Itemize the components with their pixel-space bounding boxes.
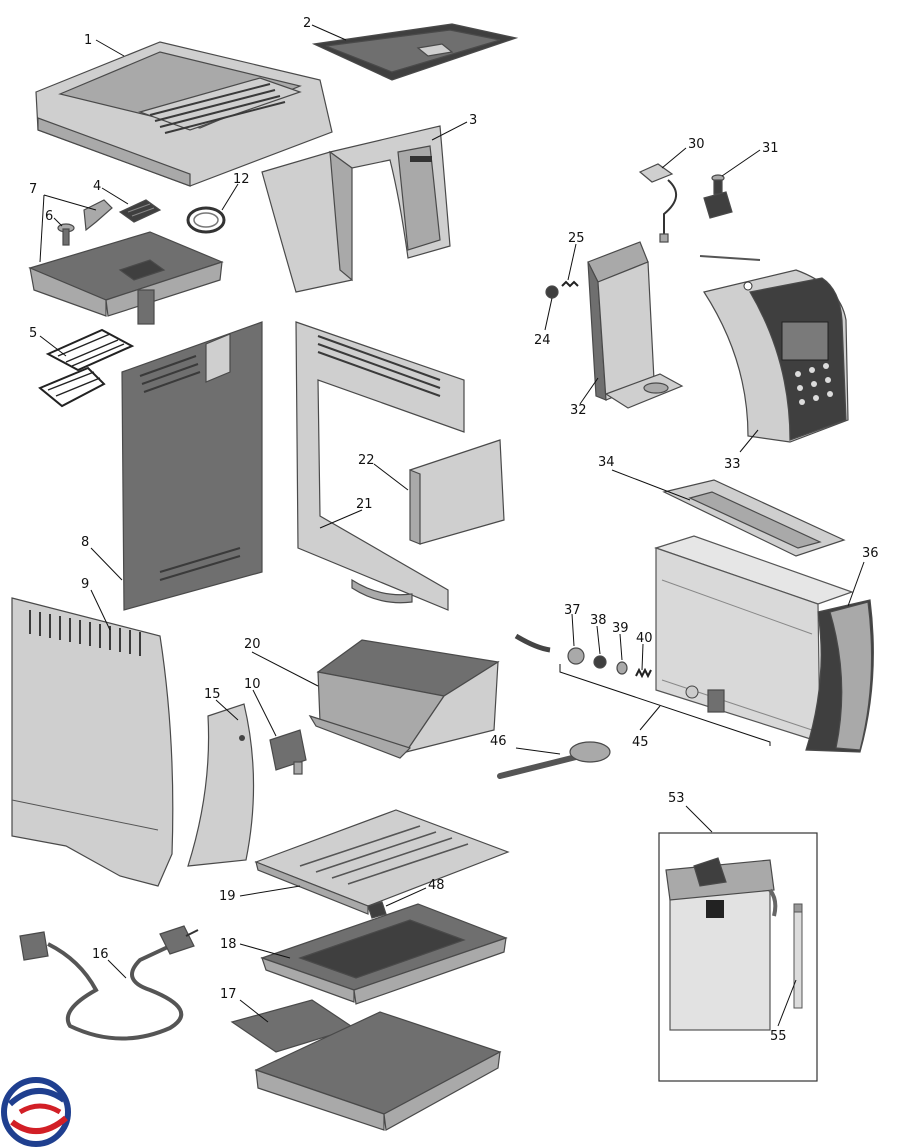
label-34: 34	[598, 455, 615, 470]
label-5: 5	[29, 326, 37, 341]
part-1-top-cover	[35, 41, 333, 187]
part-8-side-panel	[121, 321, 263, 611]
part-24-cap	[545, 285, 559, 299]
label-45: 45	[632, 735, 649, 750]
label-16: 16	[92, 947, 109, 962]
label-38: 38	[590, 613, 607, 628]
label-31: 31	[762, 141, 779, 156]
label-48: 48	[428, 878, 445, 893]
part-32-dispenser	[587, 241, 684, 409]
label-33: 33	[724, 457, 741, 472]
part-7-lever	[83, 199, 113, 232]
label-46: 46	[490, 734, 507, 749]
part-2-lid	[311, 23, 519, 81]
label-24: 24	[534, 333, 551, 348]
label-36: 36	[862, 546, 879, 561]
part-33-control-panel	[699, 255, 849, 443]
part-16-power-cord	[19, 925, 199, 1041]
part-5-drip-grids	[38, 328, 135, 408]
label-17: 17	[220, 987, 237, 1002]
label-1: 1	[84, 33, 92, 48]
brand-logo	[1, 1077, 71, 1147]
leader-lines	[39, 24, 865, 1027]
part-48-clip	[367, 901, 387, 919]
part-18-drip-tray	[260, 903, 508, 1005]
label-25: 25	[568, 231, 585, 246]
part-37-nut	[567, 647, 585, 665]
label-20: 20	[244, 637, 261, 652]
part-30-sensor	[638, 163, 677, 243]
part-tube	[514, 633, 551, 653]
part-38-seal	[593, 655, 607, 669]
part-36-tank-side-panel	[805, 599, 874, 753]
label-4: 4	[93, 179, 101, 194]
label-7: 7	[29, 182, 37, 197]
label-10: 10	[244, 677, 261, 692]
part-40-spring	[635, 667, 652, 679]
part-4-grinder-knob	[118, 199, 162, 223]
part-3-front-panel	[261, 125, 451, 293]
part-31-switch	[703, 174, 733, 219]
label-32: 32	[570, 403, 587, 418]
label-19: 19	[219, 889, 236, 904]
label-12: 12	[233, 172, 250, 187]
label-15: 15	[204, 687, 221, 702]
label-53: 53	[668, 791, 685, 806]
label-2: 2	[303, 16, 311, 31]
label-55: 55	[770, 1029, 787, 1044]
part-39-valve	[616, 661, 628, 675]
label-8: 8	[81, 535, 89, 550]
label-6: 6	[45, 209, 53, 224]
part-9-side-cover	[11, 597, 174, 887]
part-6-pin	[57, 223, 75, 246]
part-10-connector	[269, 729, 307, 775]
part-20-grounds-container	[308, 639, 500, 759]
label-9: 9	[81, 577, 89, 592]
part-17-tray-lower	[230, 999, 502, 1131]
part-55-milk-tube	[793, 903, 803, 1009]
part-22-panel-insert	[409, 439, 505, 545]
part-34-tank-lid	[662, 479, 846, 557]
label-37: 37	[564, 603, 581, 618]
part-25-spring	[561, 280, 579, 288]
part-7-bean-container	[28, 231, 224, 325]
part-21-frame	[295, 321, 465, 611]
callout-labels: 1 2 3 4 5 6 7 8 9 10 12 15 16 17 18 19 2…	[29, 16, 879, 1044]
label-18: 18	[220, 937, 237, 952]
label-40: 40	[636, 631, 653, 646]
part-12-seal-ring	[186, 206, 226, 234]
label-30: 30	[688, 137, 705, 152]
part-15-front-trim	[187, 703, 255, 867]
part-46-measuring-scoop	[497, 741, 611, 779]
part-group-45-bracket	[559, 664, 771, 746]
part-53-milk-container-box	[658, 832, 818, 1082]
label-39: 39	[612, 621, 629, 636]
label-21: 21	[356, 497, 373, 512]
part-19-tray-grille	[254, 809, 510, 915]
label-22: 22	[358, 453, 375, 468]
label-3: 3	[469, 113, 477, 128]
